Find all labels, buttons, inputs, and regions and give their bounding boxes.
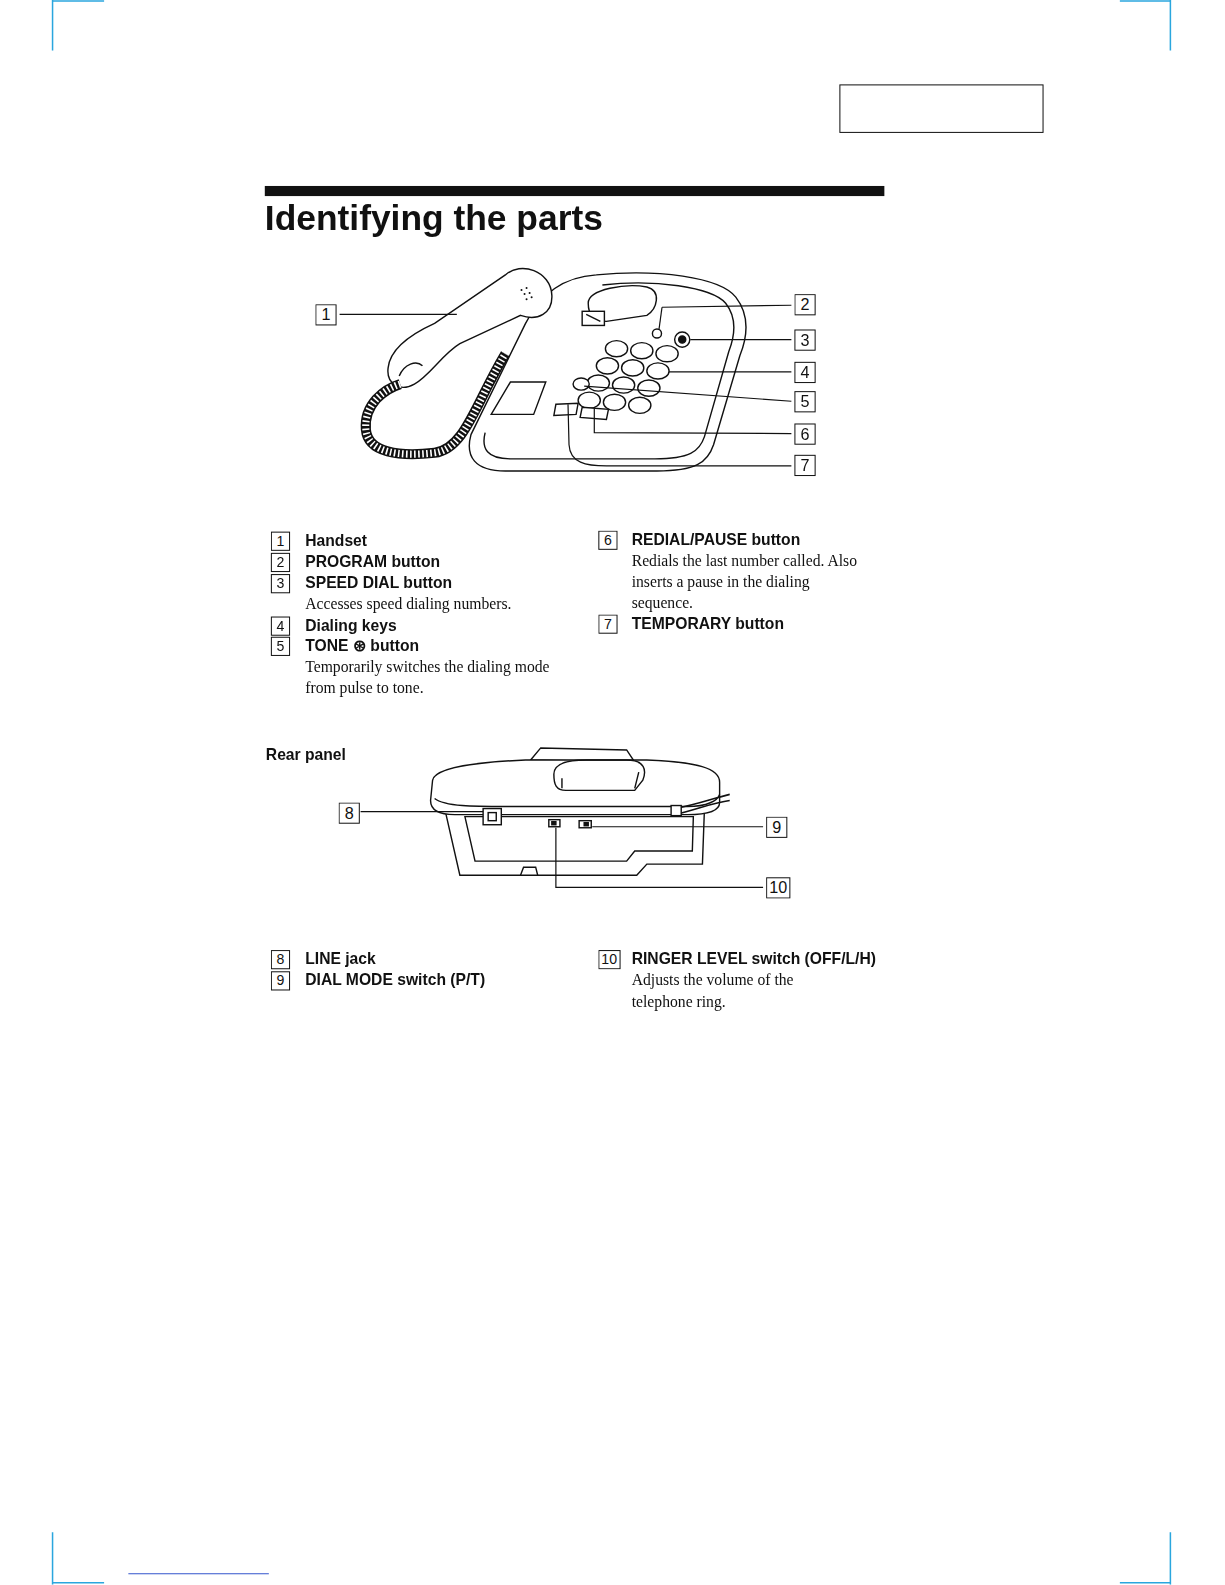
part-name: TEMPORARY button (632, 612, 784, 633)
callout-number: 8 (271, 950, 290, 969)
callout-number: 6 (794, 423, 815, 444)
callout-text: 10 (601, 951, 617, 967)
callout-number: 5 (271, 637, 290, 656)
callout-number: 9 (766, 817, 787, 838)
callout-text: 4 (801, 364, 810, 381)
callout-text: 8 (345, 805, 354, 822)
callout-number: 1 (271, 532, 290, 551)
callout-text: 8 (277, 951, 285, 967)
callout-text: 9 (772, 819, 781, 836)
tab-box (840, 85, 1043, 133)
part-description: Adjusts the volume of the telephone ring… (632, 969, 839, 1011)
part-name: TONE ⊛ button (305, 635, 419, 656)
callout-text: 1 (321, 306, 330, 323)
crop-marks (53, 0, 1171, 1585)
callout-text: 6 (604, 532, 612, 548)
callout-text: 6 (801, 426, 810, 443)
callout-number: 8 (339, 802, 360, 823)
part-name: DIAL MODE switch (P/T) (305, 969, 485, 990)
callout-text: 10 (769, 879, 787, 896)
telephone-top-view (366, 268, 746, 471)
part-name: Rear panel (266, 744, 346, 765)
callout-number: 9 (271, 971, 290, 990)
part-name: LINE jack (305, 948, 376, 969)
callout-text: 5 (801, 393, 810, 410)
callout-text: 3 (277, 575, 285, 591)
part-name: PROGRAM button (305, 551, 440, 572)
callout-number: 3 (271, 574, 290, 593)
callout-number: 7 (598, 615, 617, 634)
footer-rule (128, 1573, 268, 1574)
part-description: Accesses speed dialing numbers. (305, 593, 568, 614)
callout-text: 2 (277, 554, 285, 570)
callout-number: 5 (794, 391, 815, 412)
leader-lines (340, 305, 792, 466)
page-title: Identifying the parts (265, 198, 603, 238)
part-name: Dialing keys (305, 615, 396, 636)
callout-number: 4 (794, 362, 815, 383)
callout-text: 3 (801, 332, 810, 349)
callout-text: 7 (801, 457, 810, 474)
callout-number: 1 (315, 304, 336, 325)
callout-number: 6 (598, 531, 617, 550)
leader-lines-rear (360, 812, 763, 888)
callout-text: 4 (277, 618, 285, 634)
callout-text: 7 (604, 616, 612, 632)
part-name: REDIAL/PAUSE button (632, 529, 801, 550)
part-name: RINGER LEVEL switch (OFF/L/H) (632, 948, 876, 969)
callout-number: 10 (766, 877, 790, 898)
callout-number: 3 (794, 329, 815, 350)
part-description: Redials the last number called. Also ins… (632, 550, 871, 614)
callout-number: 4 (271, 617, 290, 636)
part-description: Temporarily switches the dialing mode fr… (305, 656, 560, 698)
callout-text: 2 (801, 296, 810, 313)
part-name: Handset (305, 530, 367, 551)
callout-number: 2 (271, 553, 290, 572)
title-rule (265, 186, 885, 196)
callout-text: 5 (277, 638, 285, 654)
part-name: SPEED DIAL button (305, 572, 452, 593)
callout-number: 2 (794, 294, 815, 315)
callout-number: 10 (598, 950, 620, 969)
callout-number: 7 (794, 455, 815, 476)
callout-text: 9 (277, 972, 285, 988)
callout-text: 1 (277, 533, 285, 549)
